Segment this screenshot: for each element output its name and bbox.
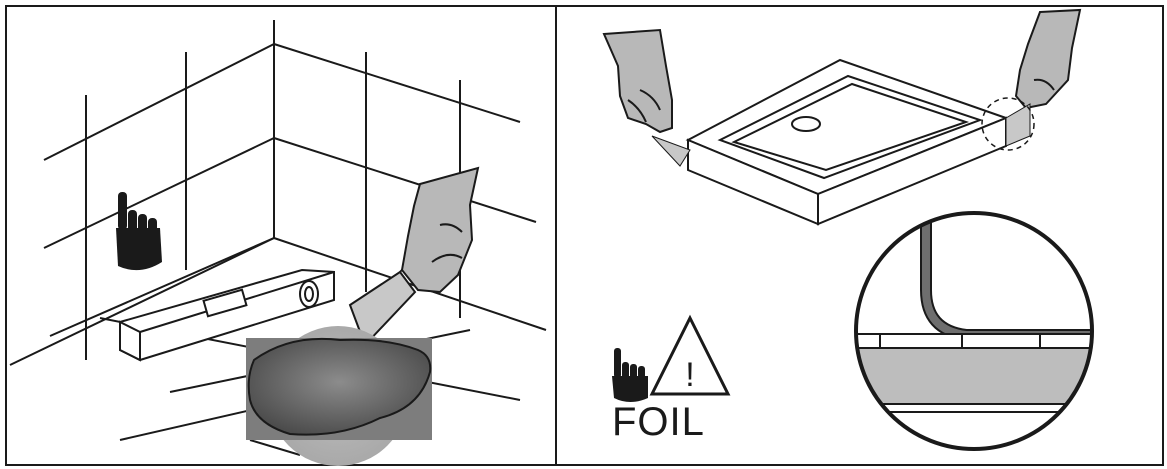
adhesive-patch — [246, 326, 432, 466]
glove-hand-left-panel — [400, 166, 480, 294]
shower-tray — [685, 58, 1009, 226]
foil-label: FOIL — [612, 400, 705, 444]
magnified-detail — [854, 211, 1094, 451]
glove-hand-tray-right — [1014, 8, 1082, 110]
drain-hole — [791, 116, 821, 132]
glove-hand-tray-left — [602, 28, 673, 134]
detail-callout-circle — [981, 97, 1035, 151]
lift-shadow-left — [651, 135, 691, 167]
pointing-hand-icon — [116, 192, 162, 271]
warning-triangle-icon: ! — [649, 314, 731, 396]
warning-mark: ! — [685, 356, 694, 394]
right-panel-border — [555, 5, 1164, 466]
pointing-hand-icon — [612, 348, 648, 402]
spirit-level — [119, 268, 335, 362]
lift-shadow-right — [1005, 103, 1031, 147]
